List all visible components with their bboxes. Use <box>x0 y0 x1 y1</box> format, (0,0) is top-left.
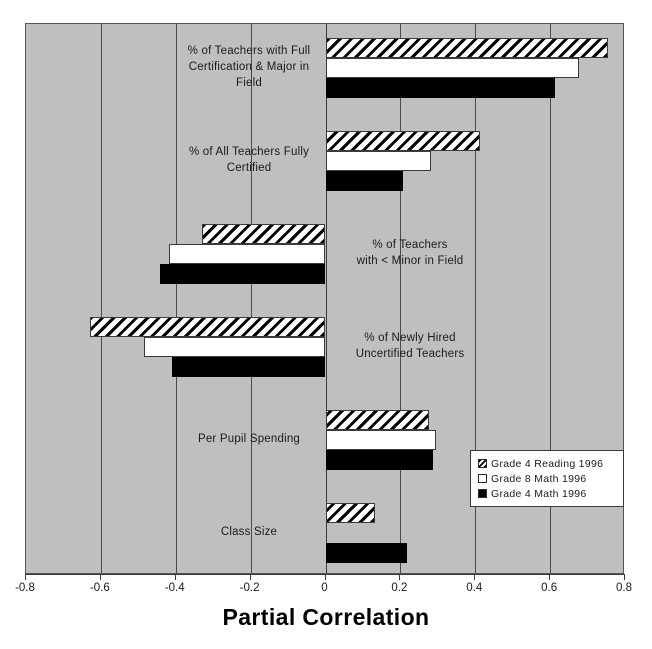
bar-series-2-cat-5 <box>325 543 408 563</box>
gridline-0.2 <box>400 24 402 573</box>
x-tick-label-1: -0.6 <box>89 582 110 594</box>
bar-series-2-cat-4 <box>325 450 433 470</box>
gridline--0.6 <box>100 24 102 573</box>
bar-series-1-cat-2 <box>169 244 326 264</box>
x-tick-3 <box>249 574 251 580</box>
x-tick-label-5: 0.2 <box>391 582 408 594</box>
legend-item-0: Grade 4 Reading 1996 <box>478 456 617 471</box>
x-tick-6 <box>474 574 476 580</box>
x-tick-label-7: 0.6 <box>541 582 558 594</box>
legend-label-2: Grade 4 Math 1996 <box>491 487 587 500</box>
bar-series-0-cat-5 <box>325 503 376 523</box>
x-tick-label-8: 0.8 <box>616 582 632 594</box>
zero-line <box>325 24 327 573</box>
gridline-0.4 <box>475 24 477 573</box>
x-tick-label-6: 0.4 <box>466 582 483 594</box>
x-tick-5 <box>399 574 401 580</box>
x-tick-8 <box>624 574 625 580</box>
category-label-0: % of Teachers with Full Certification & … <box>187 45 311 89</box>
gridline--0.4 <box>175 24 177 573</box>
category-label-4: Per Pupil Spending <box>197 433 301 445</box>
legend-label-1: Grade 8 Math 1996 <box>491 472 587 485</box>
legend-item-2: Grade 4 Math 1996 <box>478 486 617 501</box>
x-tick-0 <box>25 574 26 580</box>
plot-area <box>25 23 624 574</box>
x-tick-label-2: -0.4 <box>164 582 185 594</box>
x-tick-label-3: -0.2 <box>239 582 260 594</box>
x-tick-1 <box>99 574 101 580</box>
category-label-3: % of Newly Hired Uncertified Teachers <box>355 332 465 360</box>
bar-series-2-cat-1 <box>325 171 403 191</box>
bar-series-0-cat-3 <box>89 317 326 337</box>
bar-series-1-cat-4 <box>325 430 436 450</box>
legend-item-1: Grade 8 Math 1996 <box>478 471 617 486</box>
x-axis-title: Partial Correlation <box>222 604 430 630</box>
bar-series-0-cat-2 <box>201 224 326 244</box>
category-label-2: % of Teachers with < Minor in Field <box>356 239 464 267</box>
bar-series-0-cat-1 <box>325 131 481 151</box>
bar-series-0-cat-4 <box>325 410 430 430</box>
bar-series-0-cat-0 <box>325 38 609 58</box>
bar-series-2-cat-3 <box>172 357 326 377</box>
gridline-0.6 <box>550 24 552 573</box>
x-tick-4 <box>324 574 326 580</box>
bar-series-2-cat-0 <box>325 78 556 98</box>
x-tick-label-4: 0 <box>321 582 328 594</box>
gridline--0.2 <box>250 24 252 573</box>
x-tick-7 <box>549 574 551 580</box>
legend-swatch-hatched-icon <box>478 459 487 468</box>
bar-series-1-cat-3 <box>143 337 326 357</box>
legend-swatch-black-icon <box>478 489 487 498</box>
bar-series-1-cat-0 <box>325 58 580 78</box>
bar-series-1-cat-1 <box>325 151 432 171</box>
x-tick-label-0: -0.8 <box>15 582 35 594</box>
category-label-1: % of All Teachers Fully Certified <box>188 146 310 174</box>
legend-swatch-white-icon <box>478 474 487 483</box>
x-tick-2 <box>174 574 176 580</box>
category-label-5: Class Size <box>220 526 278 538</box>
bar-series-2-cat-2 <box>160 264 326 284</box>
legend-label-0: Grade 4 Reading 1996 <box>491 457 604 470</box>
